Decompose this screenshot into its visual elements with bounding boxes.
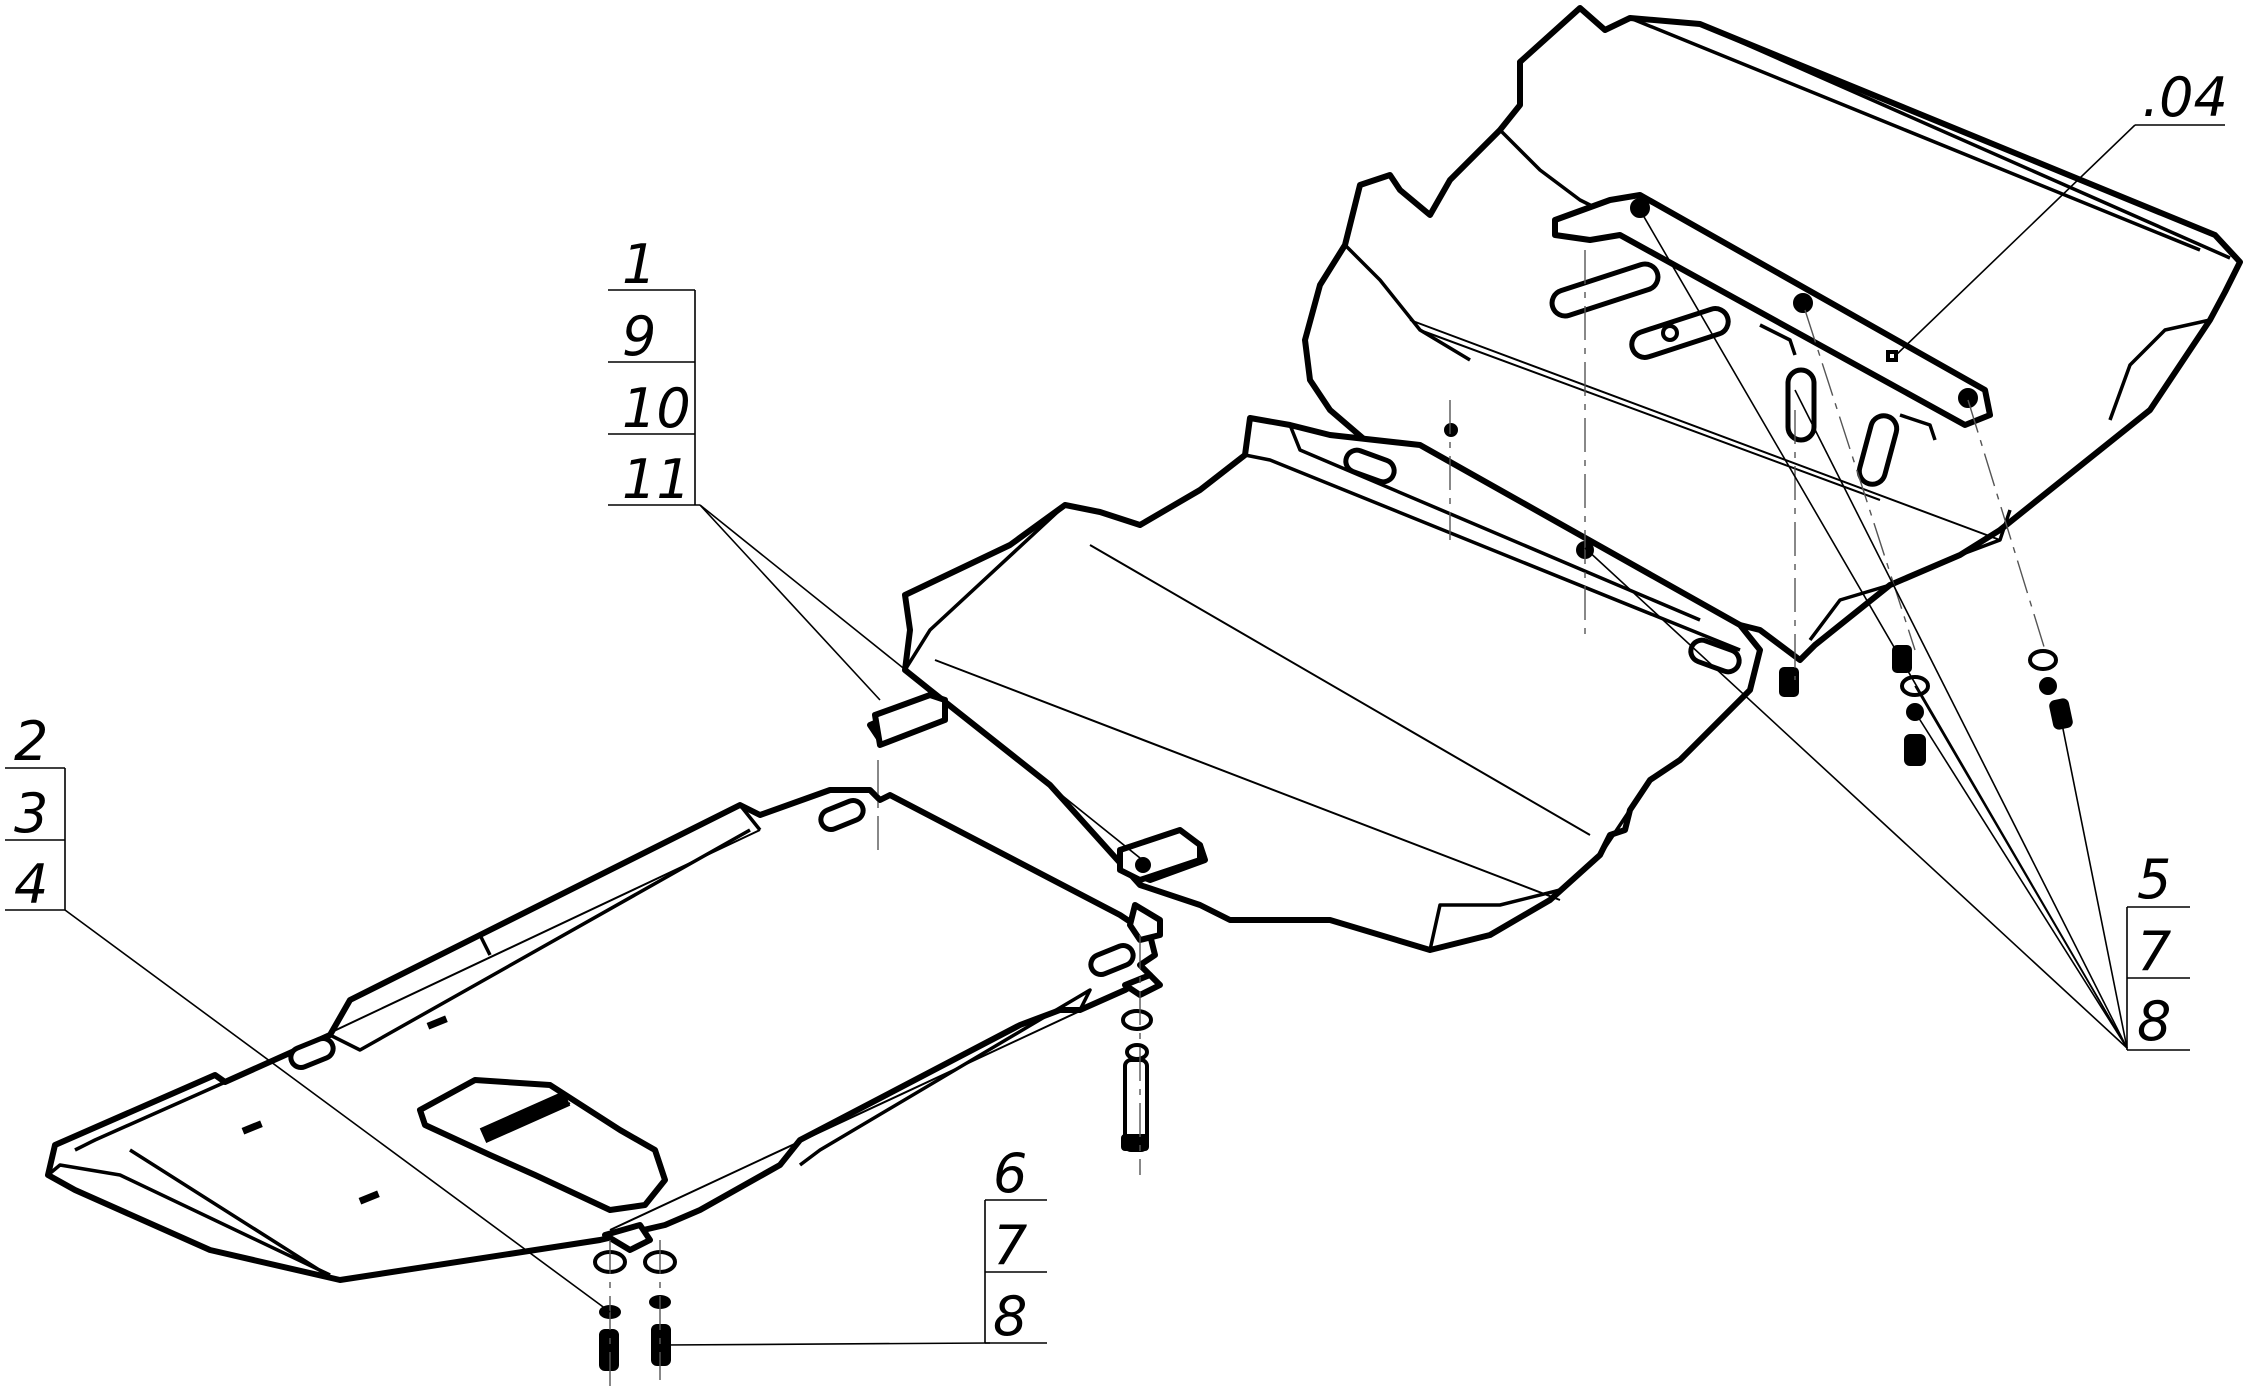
label-5: 5 (2137, 848, 2171, 911)
label-10: 10 (622, 377, 691, 440)
label-part-code: .04 (2135, 66, 2228, 129)
label-6: 6 (993, 1142, 1027, 1205)
front-plate-outline (45, 787, 1158, 1283)
front-skid-plate (45, 692, 1203, 1283)
label-11: 11 (622, 448, 691, 511)
rear-bracket (1552, 192, 1993, 428)
label-1: 1 (622, 233, 656, 296)
label-4: 4 (14, 853, 48, 916)
leader-lines (64, 124, 2136, 1346)
label-8-bottom: 8 (993, 1285, 1027, 1348)
label-9: 9 (622, 305, 656, 368)
front-bracket-left (872, 692, 948, 748)
label-group-bottom: 6 7 8 (984, 1142, 1047, 1348)
centre-axes (609, 250, 2046, 1390)
front-plate-opening (417, 1077, 668, 1213)
label-8-right: 8 (2137, 990, 2171, 1053)
label-group-front: 1 9 10 11 (608, 233, 700, 511)
label-2: 2 (14, 710, 48, 773)
rear-skid-plate (1302, 5, 2243, 766)
label-group-left: 2 3 4 (5, 710, 66, 916)
front-ear-right (1122, 972, 1163, 998)
label-7-bottom: 7 (993, 1214, 1027, 1277)
front-bracket-lower (1127, 902, 1163, 943)
label-group-right: 5 7 8 (2126, 848, 2190, 1053)
front-ear-left (602, 1222, 653, 1253)
label-part-04: .04 (2142, 66, 2228, 129)
middle-plate-outline (902, 415, 1763, 953)
label-3: 3 (14, 782, 48, 845)
label-7-right: 7 (2137, 920, 2171, 983)
fasteners-front (593, 1009, 1153, 1371)
